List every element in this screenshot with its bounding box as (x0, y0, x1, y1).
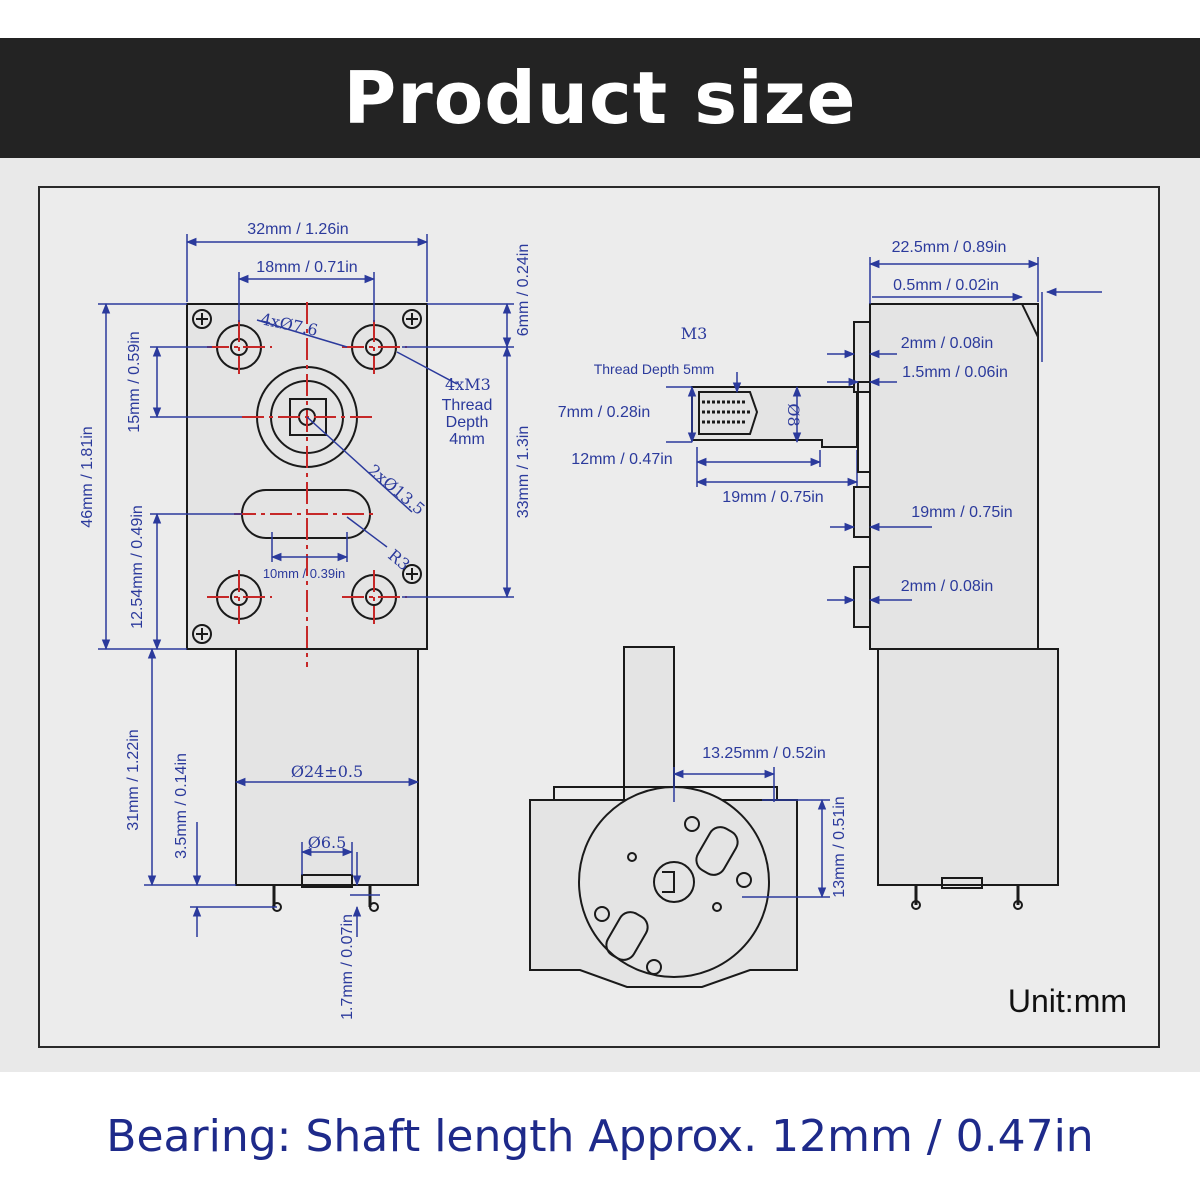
dim-motor-diameter: Ø24±0.5 (291, 762, 363, 781)
dim-bottom-13: 13mm / 0.51in (831, 796, 848, 897)
shaft-view (691, 386, 858, 448)
front-dimension-lines (98, 234, 514, 937)
dim-bottom-13-25: 13.25mm / 0.52in (702, 745, 826, 762)
dim-shaft-7: 7mm / 0.28in (558, 404, 650, 421)
page-title: Product size (0, 38, 1200, 158)
dim-right-6: 6mm / 0.24in (515, 244, 532, 336)
dim-shaft-19: 19mm / 0.75in (722, 489, 823, 506)
dim-side-0-5: 0.5mm / 0.02in (893, 277, 999, 294)
dim-slot-10: 10mm / 0.39in (263, 566, 345, 581)
top-strip (0, 0, 1200, 38)
dim-height-46: 46mm / 1.81in (79, 426, 96, 527)
unit-label: Unit:mm (1008, 983, 1127, 1019)
dim-width-18: 18mm / 0.71in (256, 259, 357, 276)
dim-m3: 4xM3 (445, 375, 491, 394)
dim-height-15: 15mm / 0.59in (126, 331, 143, 432)
dim-right-33: 33mm / 1.3in (515, 426, 532, 518)
dim-side-19: 19mm / 0.75in (911, 504, 1012, 521)
bearing-note: Bearing: Shaft length Approx. 12mm / 0.4… (0, 1072, 1200, 1200)
dim-motor-1-7: 1.7mm / 0.07in (339, 914, 356, 1020)
dim-thread-3: 4mm (449, 431, 485, 448)
side-view (853, 303, 1059, 910)
dim-width-32: 32mm / 1.26in (247, 221, 348, 238)
technical-drawing: 32mm / 1.26in 18mm / 0.71in 46mm / 1.81i… (38, 186, 1160, 1048)
dim-side-2b: 2mm / 0.08in (901, 578, 993, 595)
center-lines (207, 302, 407, 667)
dim-motor-31: 31mm / 1.22in (125, 729, 142, 830)
dim-side-2a: 2mm / 0.08in (901, 335, 993, 352)
dim-shaft-diameter: Ø8 (784, 403, 803, 426)
screw-icon (192, 309, 422, 644)
dim-terminal-diameter: Ø6.5 (308, 833, 347, 852)
drawing-canvas: 32mm / 1.26in 18mm / 0.71in 46mm / 1.81i… (79, 221, 1127, 1020)
dim-motor-3-5: 3.5mm / 0.14in (173, 753, 190, 859)
dim-shaft-m3: M3 (681, 324, 708, 343)
dim-shaft-thread-depth: Thread Depth 5mm (594, 361, 715, 377)
dim-height-12-54: 12.54mm / 0.49in (129, 505, 146, 629)
motor-body (235, 648, 419, 886)
dim-side-22-5: 22.5mm / 0.89in (892, 239, 1007, 256)
bottom-view (529, 646, 798, 988)
dim-thread-1: Thread (442, 397, 493, 414)
dim-side-1-5: 1.5mm / 0.06in (902, 364, 1008, 381)
dim-shaft-12: 12mm / 0.47in (571, 451, 672, 468)
dim-thread-2: Depth (446, 414, 489, 431)
